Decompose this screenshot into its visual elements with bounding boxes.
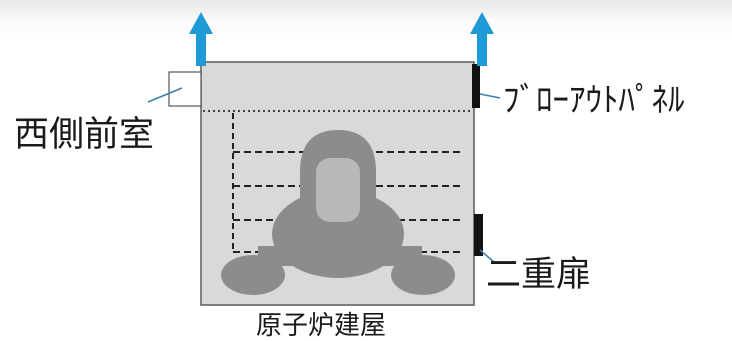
reactor-icon [221,130,455,295]
blowout-panel-leader [479,93,501,99]
blowout-panel-bar [472,64,480,108]
double-door-leader [479,249,495,263]
blowout-panel-label: ﾌﾞﾛｰｱｳﾄﾊﾟﾈﾙ [503,80,685,119]
up-arrow-icon-right [470,12,494,66]
west-anteroom-box [168,71,202,107]
west-anteroom-label: 西側前室 [14,115,155,155]
west-anteroom-leader [147,87,183,103]
up-arrow-icon-left [189,12,213,66]
double-door-bar [474,214,483,256]
reactor-building-label: 原子炉建屋 [256,311,387,341]
double-door-label: 二重扉 [486,255,592,295]
